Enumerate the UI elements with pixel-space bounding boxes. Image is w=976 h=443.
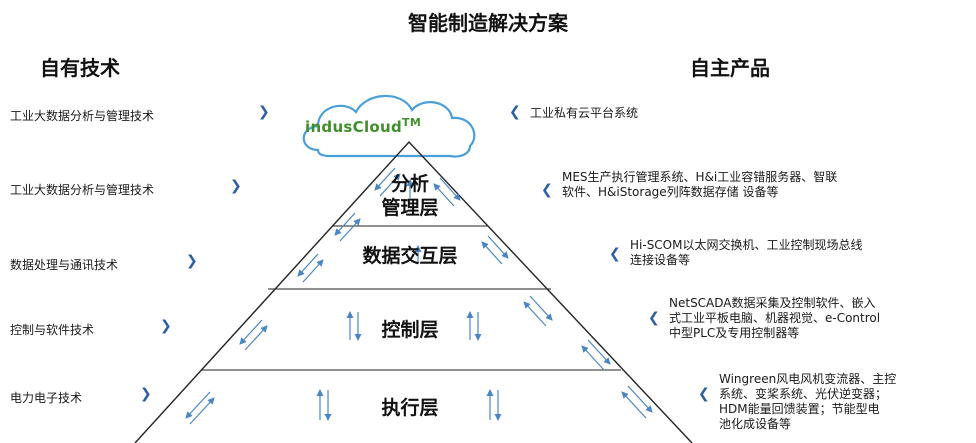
right-item-line: 软件、H&iStorage列阵数据存储 设备等 [562, 185, 779, 199]
page-title: 智能制造解决方案 [408, 11, 568, 35]
chevron-right-icon: ❯ [186, 253, 198, 269]
layer-control: 控制层 [381, 319, 439, 341]
left-item: 工业大数据分析与管理技术 [10, 109, 155, 123]
chevron-right-icon: ❯ [230, 178, 242, 194]
right-item-line: Wingreen风电风机变流器、主控 [719, 372, 897, 386]
right-item-cloud: 工业私有云平台系统 [530, 106, 638, 121]
layer-analysis: 分析 管理层 [360, 172, 460, 220]
layer-analysis-line2: 管理层 [381, 197, 439, 219]
right-item-line: Hi-SCOM以太网交换机、工业控制现场总线 [630, 238, 863, 252]
pyramid-outline [134, 140, 693, 443]
right-item-line: 工业私有云平台系统 [530, 106, 639, 120]
right-item-line: 池化成设备等 [719, 417, 792, 431]
chevron-right-icon: ❯ [160, 318, 172, 334]
left-column-heading: 自有技术 [40, 56, 120, 80]
chevron-right-icon: ❯ [258, 104, 270, 120]
right-item-line: 中型PLC及专用控制器等 [669, 326, 800, 340]
left-item: 电力电子技术 [10, 391, 83, 405]
right-item-line: 系统、变桨系统、光伏逆变器； [719, 387, 888, 401]
right-column-heading: 自主产品 [690, 56, 770, 80]
chevron-left-icon: ❮ [509, 104, 521, 120]
flow-arrows [185, 167, 653, 425]
right-item-line: MES生产执行管理系统、H&i工业容错服务器、智联 [562, 170, 838, 184]
chevron-left-icon: ❮ [609, 246, 621, 262]
right-item-line: 连接设备等 [630, 253, 691, 267]
chevron-right-icon: ❯ [140, 386, 152, 402]
layer-data-exchange: 数据交互层 [362, 245, 458, 267]
right-item-line: HDM能量回馈装置；节能型电 [719, 402, 880, 416]
right-item-control: NetSCADA数据采集及控制软件、嵌入 式工业平板电脑、机器视觉、e-Cont… [669, 296, 880, 341]
right-item-analysis: MES生产执行管理系统、H&i工业容错服务器、智联 软件、H&iStorage列… [562, 170, 837, 200]
left-item: 工业大数据分析与管理技术 [10, 183, 155, 197]
left-item: 控制与软件技术 [10, 323, 95, 337]
layer-analysis-line1: 分析 [390, 173, 429, 195]
left-item: 数据处理与通讯技术 [10, 258, 119, 272]
right-item-line: 式工业平板电脑、机器视觉、e-Control [669, 311, 881, 325]
layer-execution: 执行层 [381, 397, 439, 419]
right-item-execution: Wingreen风电风机变流器、主控 系统、变桨系统、光伏逆变器； HDM能量回… [719, 372, 896, 432]
chevron-left-icon: ❮ [698, 386, 710, 402]
chevron-left-icon: ❮ [541, 182, 553, 198]
cloud-icon [302, 94, 476, 158]
right-item-data-exchange: Hi-SCOM以太网交换机、工业控制现场总线 连接设备等 [630, 238, 862, 268]
chevron-left-icon: ❮ [648, 310, 660, 326]
right-item-line: NetSCADA数据采集及控制软件、嵌入 [669, 296, 876, 310]
induscloud-logo: indusCloudTM [305, 116, 422, 136]
